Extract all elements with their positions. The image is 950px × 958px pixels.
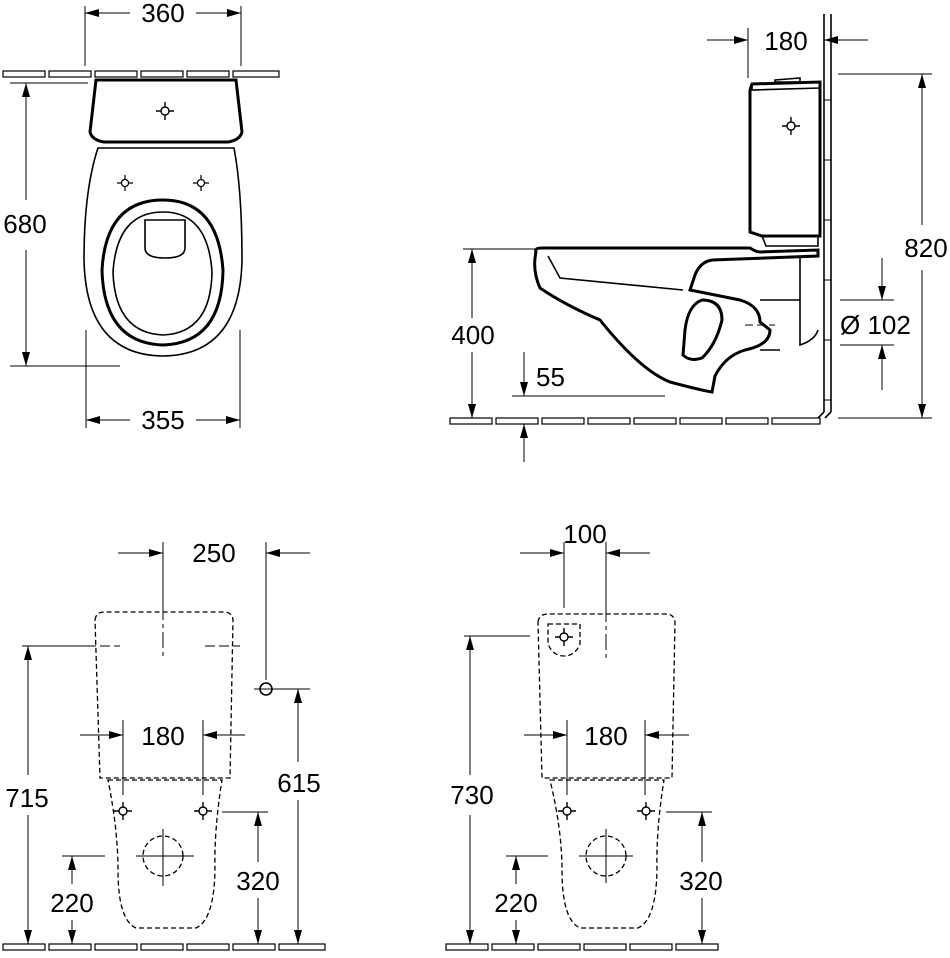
outlet-pipe xyxy=(760,299,800,351)
dimension-320-left: 320 xyxy=(222,811,280,944)
flush-button-side xyxy=(782,117,800,135)
fixing-hole-right xyxy=(637,802,655,820)
cistern-rear-dashed xyxy=(94,611,234,779)
dim-label-400: 400 xyxy=(451,320,494,350)
flush-button-mark xyxy=(156,102,174,120)
dim-label-730: 730 xyxy=(450,780,493,810)
dim-label-360: 360 xyxy=(141,0,184,28)
cistern-rear-dashed xyxy=(537,613,676,779)
dim-label-615: 615 xyxy=(277,768,320,798)
seat-outer xyxy=(100,198,225,347)
flush-recess xyxy=(547,623,581,657)
dim-label-820: 820 xyxy=(904,233,947,263)
dimension-d102: Ø 102 xyxy=(840,258,911,390)
dim-label-715: 715 xyxy=(5,783,48,813)
pedestal-rear-dashed xyxy=(549,779,665,929)
floor-line xyxy=(449,417,821,425)
dimension-55: 55 xyxy=(512,352,665,462)
dim-label-d102: Ø 102 xyxy=(840,310,911,340)
bowl-side xyxy=(533,246,820,394)
dimension-220-right: 220 xyxy=(494,855,548,944)
floor-line xyxy=(2,943,326,951)
fixing-hole-right xyxy=(194,802,212,820)
side-view: 180 820 400 55 xyxy=(449,14,948,462)
dimension-100: 100 xyxy=(520,519,650,608)
dimension-615: 615 xyxy=(277,689,321,944)
top-view: 360 680 355 xyxy=(2,0,280,435)
cistern-lid xyxy=(751,77,821,91)
dimension-220-left: 220 xyxy=(50,855,105,944)
dim-label-55: 55 xyxy=(536,362,565,392)
dim-label-320-right: 320 xyxy=(679,866,722,896)
cistern-base xyxy=(760,235,819,247)
dim-label-220-right: 220 xyxy=(494,888,537,918)
fixing-hole-right xyxy=(193,175,209,191)
dimension-360: 360 xyxy=(84,0,242,66)
dimension-180-side: 180 xyxy=(707,26,868,78)
dim-label-100: 100 xyxy=(563,519,606,549)
fixing-hole-left xyxy=(558,802,576,820)
fixing-hole-left xyxy=(114,802,132,820)
dimension-250: 250 xyxy=(118,538,310,680)
dimension-320-right: 320 xyxy=(666,811,723,944)
pedestal-back xyxy=(799,258,819,347)
dim-label-180-side: 180 xyxy=(764,26,807,56)
dim-label-220-left: 220 xyxy=(50,888,93,918)
bowl-opening xyxy=(144,219,186,259)
dimension-715: 715 xyxy=(5,645,88,944)
floor-line xyxy=(445,943,719,951)
seat-inner xyxy=(112,211,213,336)
cistern-outline xyxy=(88,78,244,144)
rear-view-left: 250 180 715 615 xyxy=(2,538,326,951)
dim-label-320-left: 320 xyxy=(236,866,279,896)
dimension-680: 680 xyxy=(3,82,120,367)
pedestal-rear-dashed xyxy=(107,779,223,929)
fixing-hole-left xyxy=(117,175,133,191)
dimension-400: 400 xyxy=(451,248,540,418)
dimension-180-right: 180 xyxy=(524,720,689,795)
trapway xyxy=(681,298,724,361)
dimension-730: 730 xyxy=(450,635,530,944)
dim-label-180-left: 180 xyxy=(141,721,184,751)
dimension-820: 820 xyxy=(838,73,948,419)
dim-label-250: 250 xyxy=(192,538,235,568)
bowl-inner xyxy=(547,255,684,291)
bowl-outline xyxy=(83,147,243,357)
rear-view-right: 100 180 730 320 xyxy=(445,519,723,951)
dimension-355: 355 xyxy=(85,330,241,435)
dimension-180-left: 180 xyxy=(80,720,245,795)
dim-label-680: 680 xyxy=(3,209,46,239)
cistern-side xyxy=(748,80,822,238)
dim-label-355: 355 xyxy=(141,405,184,435)
wall-line xyxy=(2,70,280,78)
flush-button-rear xyxy=(555,628,573,646)
dim-label-180-right: 180 xyxy=(584,721,627,751)
